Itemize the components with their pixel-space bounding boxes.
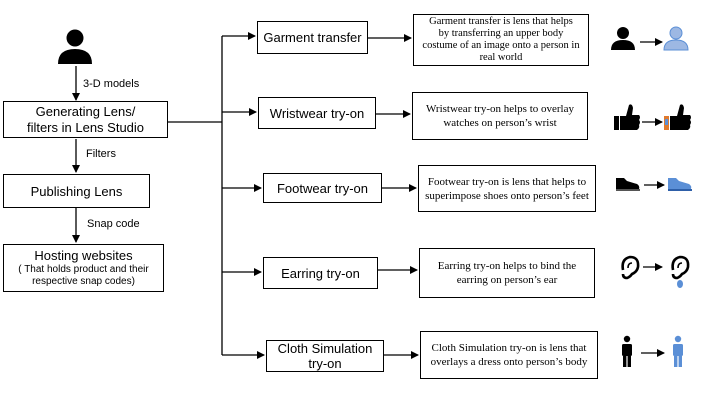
footwear-desc-line-1: Footwear try-on is lens that helps to [427, 175, 587, 188]
person-bust-icon [611, 26, 689, 51]
garment-transfer-description: Garment transfer is lens that helps by t… [413, 14, 589, 66]
cloth-simulation-line-1: Cloth Simulation [277, 341, 373, 356]
edge-label-3d-models: 3-D models [83, 78, 140, 90]
garment-desc-line-3: costume of an image onto a person in [422, 40, 580, 51]
cloth-simulation-box: Cloth Simulation try-on [266, 340, 384, 372]
user-icon [58, 29, 92, 64]
hosting-title: Hosting websites [34, 248, 133, 263]
wristwear-try-on-label: Wristwear try-on [269, 105, 365, 121]
publishing-lens-label: Publishing Lens [30, 183, 123, 199]
shoe-icon [616, 178, 692, 191]
footwear-try-on-label: Footwear try-on [276, 180, 369, 196]
footwear-try-on-description: Footwear try-on is lens that helps to su… [418, 165, 596, 212]
cloth-simulation-description: Cloth Simulation try-on is lens that ove… [420, 331, 598, 379]
wristwear-desc-line-1: Wristwear try-on helps to overlay [425, 103, 574, 115]
publishing-lens-box: Publishing Lens [3, 174, 150, 208]
earring-try-on-description: Earring try-on helps to bind the earring… [419, 248, 595, 298]
standing-person-icon [622, 335, 683, 367]
earring-desc-line-1: Earring try-on helps to bind the [437, 260, 577, 272]
earring-desc-line-2: earring on person’s ear [456, 274, 558, 286]
footwear-desc-line-2: superimpose shoes onto person’s feet [425, 189, 589, 202]
wristwear-try-on-description: Wristwear try-on helps to overlay watche… [412, 92, 588, 140]
garment-desc-line-4: real world [479, 52, 523, 63]
cloth-desc-line-1: Cloth Simulation try-on is lens that [431, 342, 587, 354]
ear-earring-icon [621, 255, 690, 288]
cloth-simulation-line-2: try-on [308, 356, 342, 371]
edge-label-snap-code: Snap code [87, 218, 140, 230]
garment-desc-line-1: Garment transfer is lens that helps [429, 16, 573, 27]
thumbs-up-watch-icon [614, 104, 691, 130]
edge-label-filters: Filters [86, 148, 116, 160]
cloth-desc-line-2: overlays a dress onto person’s body [430, 356, 588, 368]
earring-try-on-label: Earring try-on [281, 265, 360, 281]
garment-transfer-label: Garment transfer [263, 30, 362, 45]
wristwear-try-on-box: Wristwear try-on [258, 97, 376, 129]
garment-transfer-box: Garment transfer [257, 21, 368, 54]
generate-lens-line-2: filters in Lens Studio [26, 119, 145, 135]
hosting-sub-line-1: ( That holds product and their [18, 264, 149, 275]
earring-try-on-box: Earring try-on [263, 257, 378, 289]
hosting-sub-line-2: respective snap codes) [32, 276, 135, 287]
wristwear-desc-line-2: watches on person’s wrist [443, 117, 557, 129]
generate-lens-line-1: Generating Lens/ [35, 103, 136, 119]
footwear-try-on-box: Footwear try-on [263, 173, 382, 203]
generate-lens-box: Generating Lens/ filters in Lens Studio [3, 101, 168, 138]
hosting-websites-box: Hosting websites ( That holds product an… [3, 244, 164, 292]
garment-desc-line-2: by transferring an upper body [438, 28, 564, 39]
